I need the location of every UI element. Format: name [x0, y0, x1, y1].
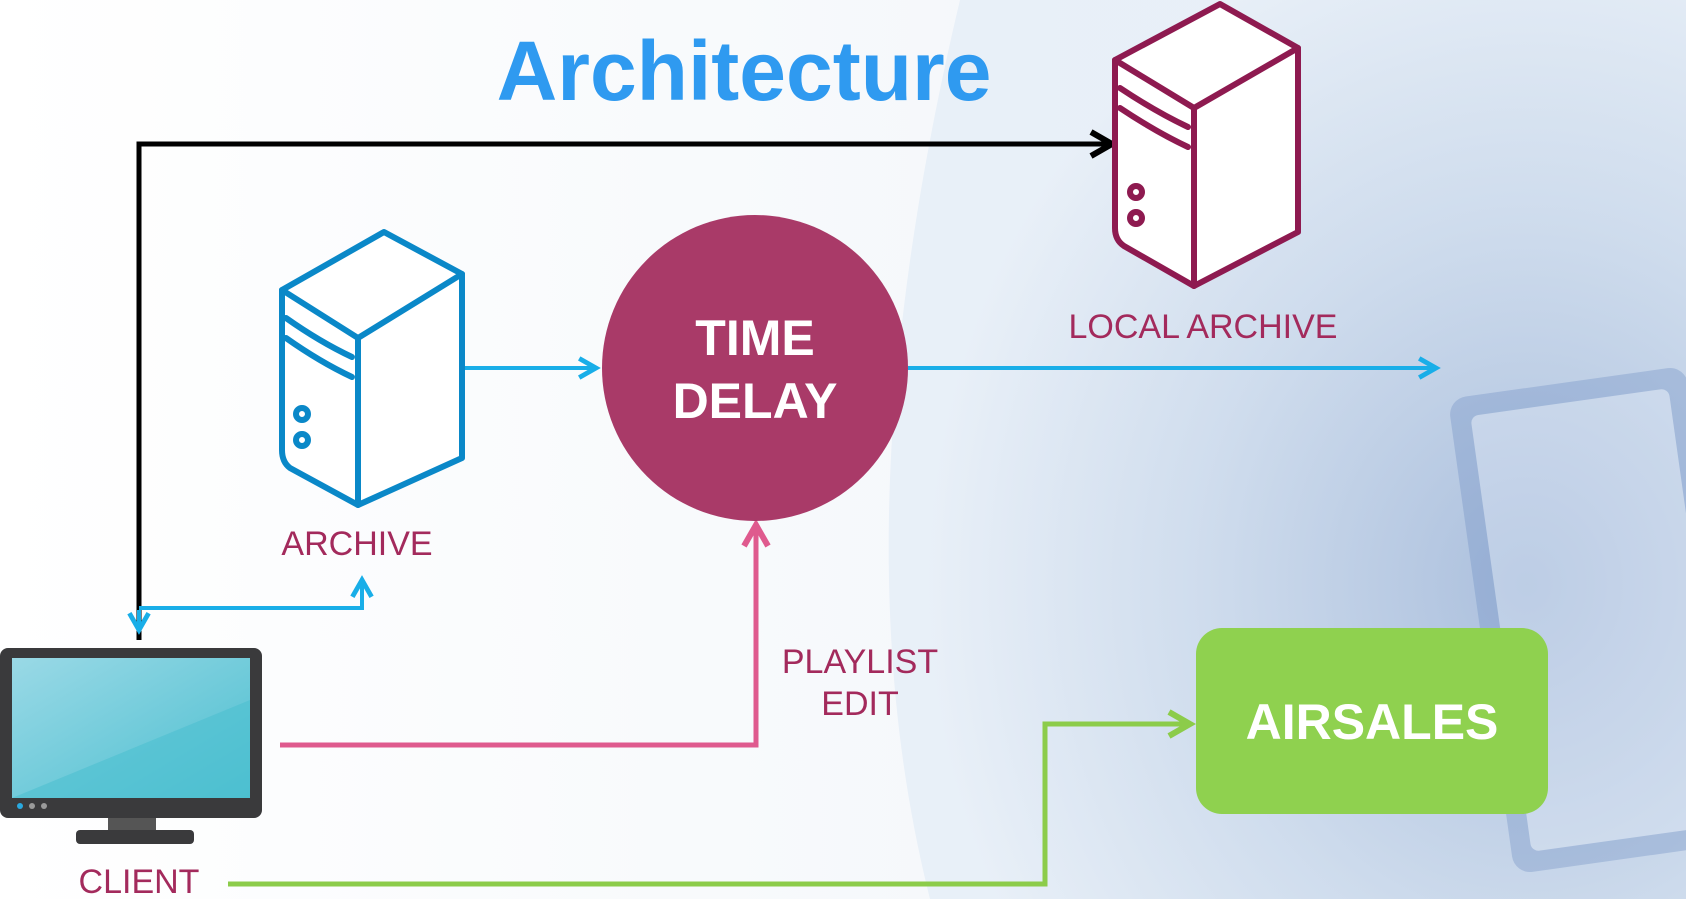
local-archive-label: LOCAL ARCHIVE [1069, 308, 1338, 346]
node-time-delay: TIME DELAY [602, 215, 908, 521]
playlist-edit-label-line1: PLAYLIST [782, 643, 938, 681]
client-monitor-icon [0, 648, 262, 844]
node-airsales: AIRSALES [1196, 628, 1548, 814]
time-delay-label-line1: TIME [695, 310, 814, 366]
local-archive-server-icon [1112, 1, 1301, 289]
edge-client-to-archive [139, 575, 374, 610]
time-delay-label-line2: DELAY [673, 373, 838, 429]
edge-client-to-airsales [228, 709, 1197, 887]
airsales-label: AIRSALES [1246, 694, 1499, 750]
edge-client-to-time-delay [280, 518, 771, 748]
archive-label: ARCHIVE [281, 525, 432, 563]
archive-server-icon [279, 229, 465, 508]
time-delay-circle [602, 215, 908, 521]
client-label: CLIENT [79, 863, 200, 899]
airsales-box [1196, 628, 1548, 814]
page-title: Architecture [497, 24, 992, 118]
edge-client-to-local-archive [136, 129, 1119, 640]
playlist-edit-label-line2: EDIT [821, 685, 898, 723]
